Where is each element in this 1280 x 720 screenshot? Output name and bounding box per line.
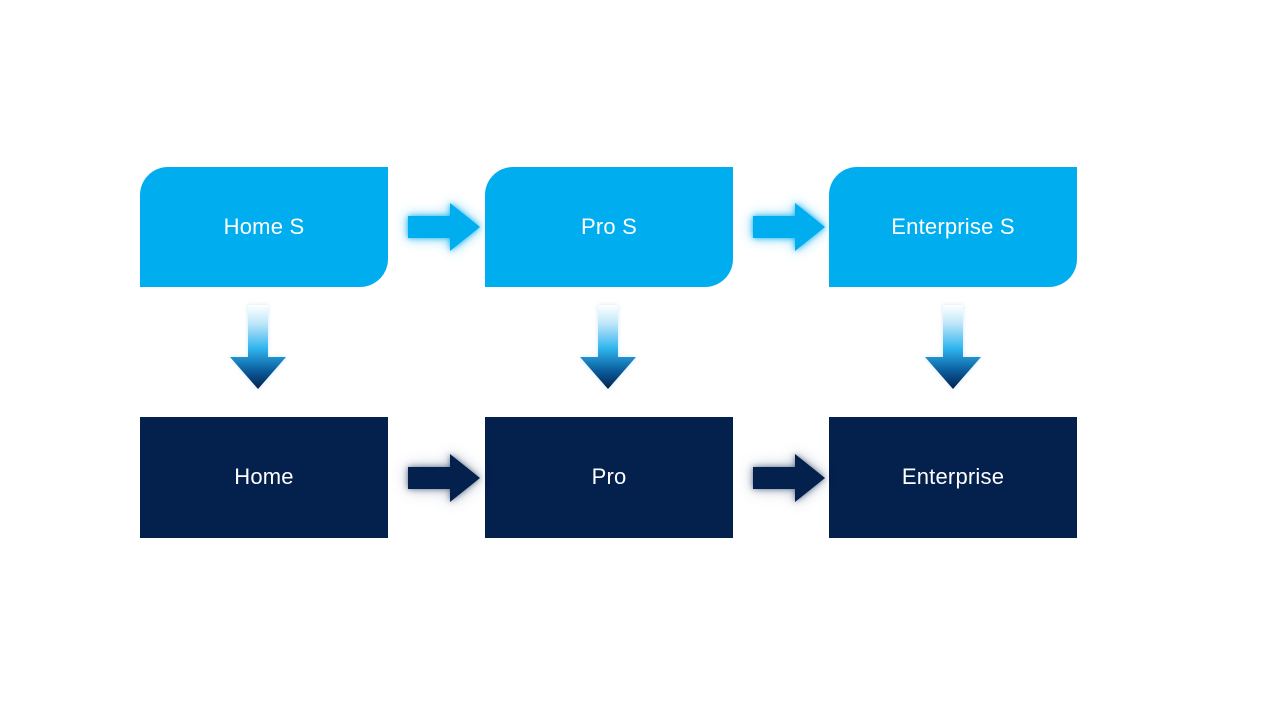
arrow-down-icon: [925, 305, 981, 389]
node-pro-label: Pro: [591, 464, 627, 490]
connector-down-arrow-3: [923, 305, 983, 389]
connector-top-arrow-2: [753, 200, 825, 254]
arrow-right-icon: [408, 454, 480, 502]
connector-bottom-arrow-1: [408, 451, 480, 505]
node-home-s-label: Home S: [223, 213, 305, 239]
node-enterprise-s-label: Enterprise S: [891, 213, 1015, 239]
node-pro-s-label: Pro S: [580, 213, 638, 239]
arrow-right-icon: [753, 203, 825, 251]
arrow-right-icon: [753, 454, 825, 502]
node-pro-s[interactable]: Pro S: [485, 167, 733, 287]
node-enterprise[interactable]: Enterprise: [829, 417, 1077, 538]
connector-top-arrow-1: [408, 200, 480, 254]
node-pro[interactable]: Pro: [485, 417, 733, 538]
connector-bottom-arrow-2: [753, 451, 825, 505]
node-enterprise-label: Enterprise: [901, 464, 1005, 490]
node-home-label: Home: [234, 464, 294, 490]
node-home[interactable]: Home: [140, 417, 388, 538]
node-enterprise-s[interactable]: Enterprise S: [829, 167, 1077, 287]
arrow-down-icon: [580, 305, 636, 389]
arrow-down-icon: [230, 305, 286, 389]
node-home-s[interactable]: Home S: [140, 167, 388, 287]
arrow-right-icon: [408, 203, 480, 251]
connector-down-arrow-1: [228, 305, 288, 389]
connector-down-arrow-2: [578, 305, 638, 389]
